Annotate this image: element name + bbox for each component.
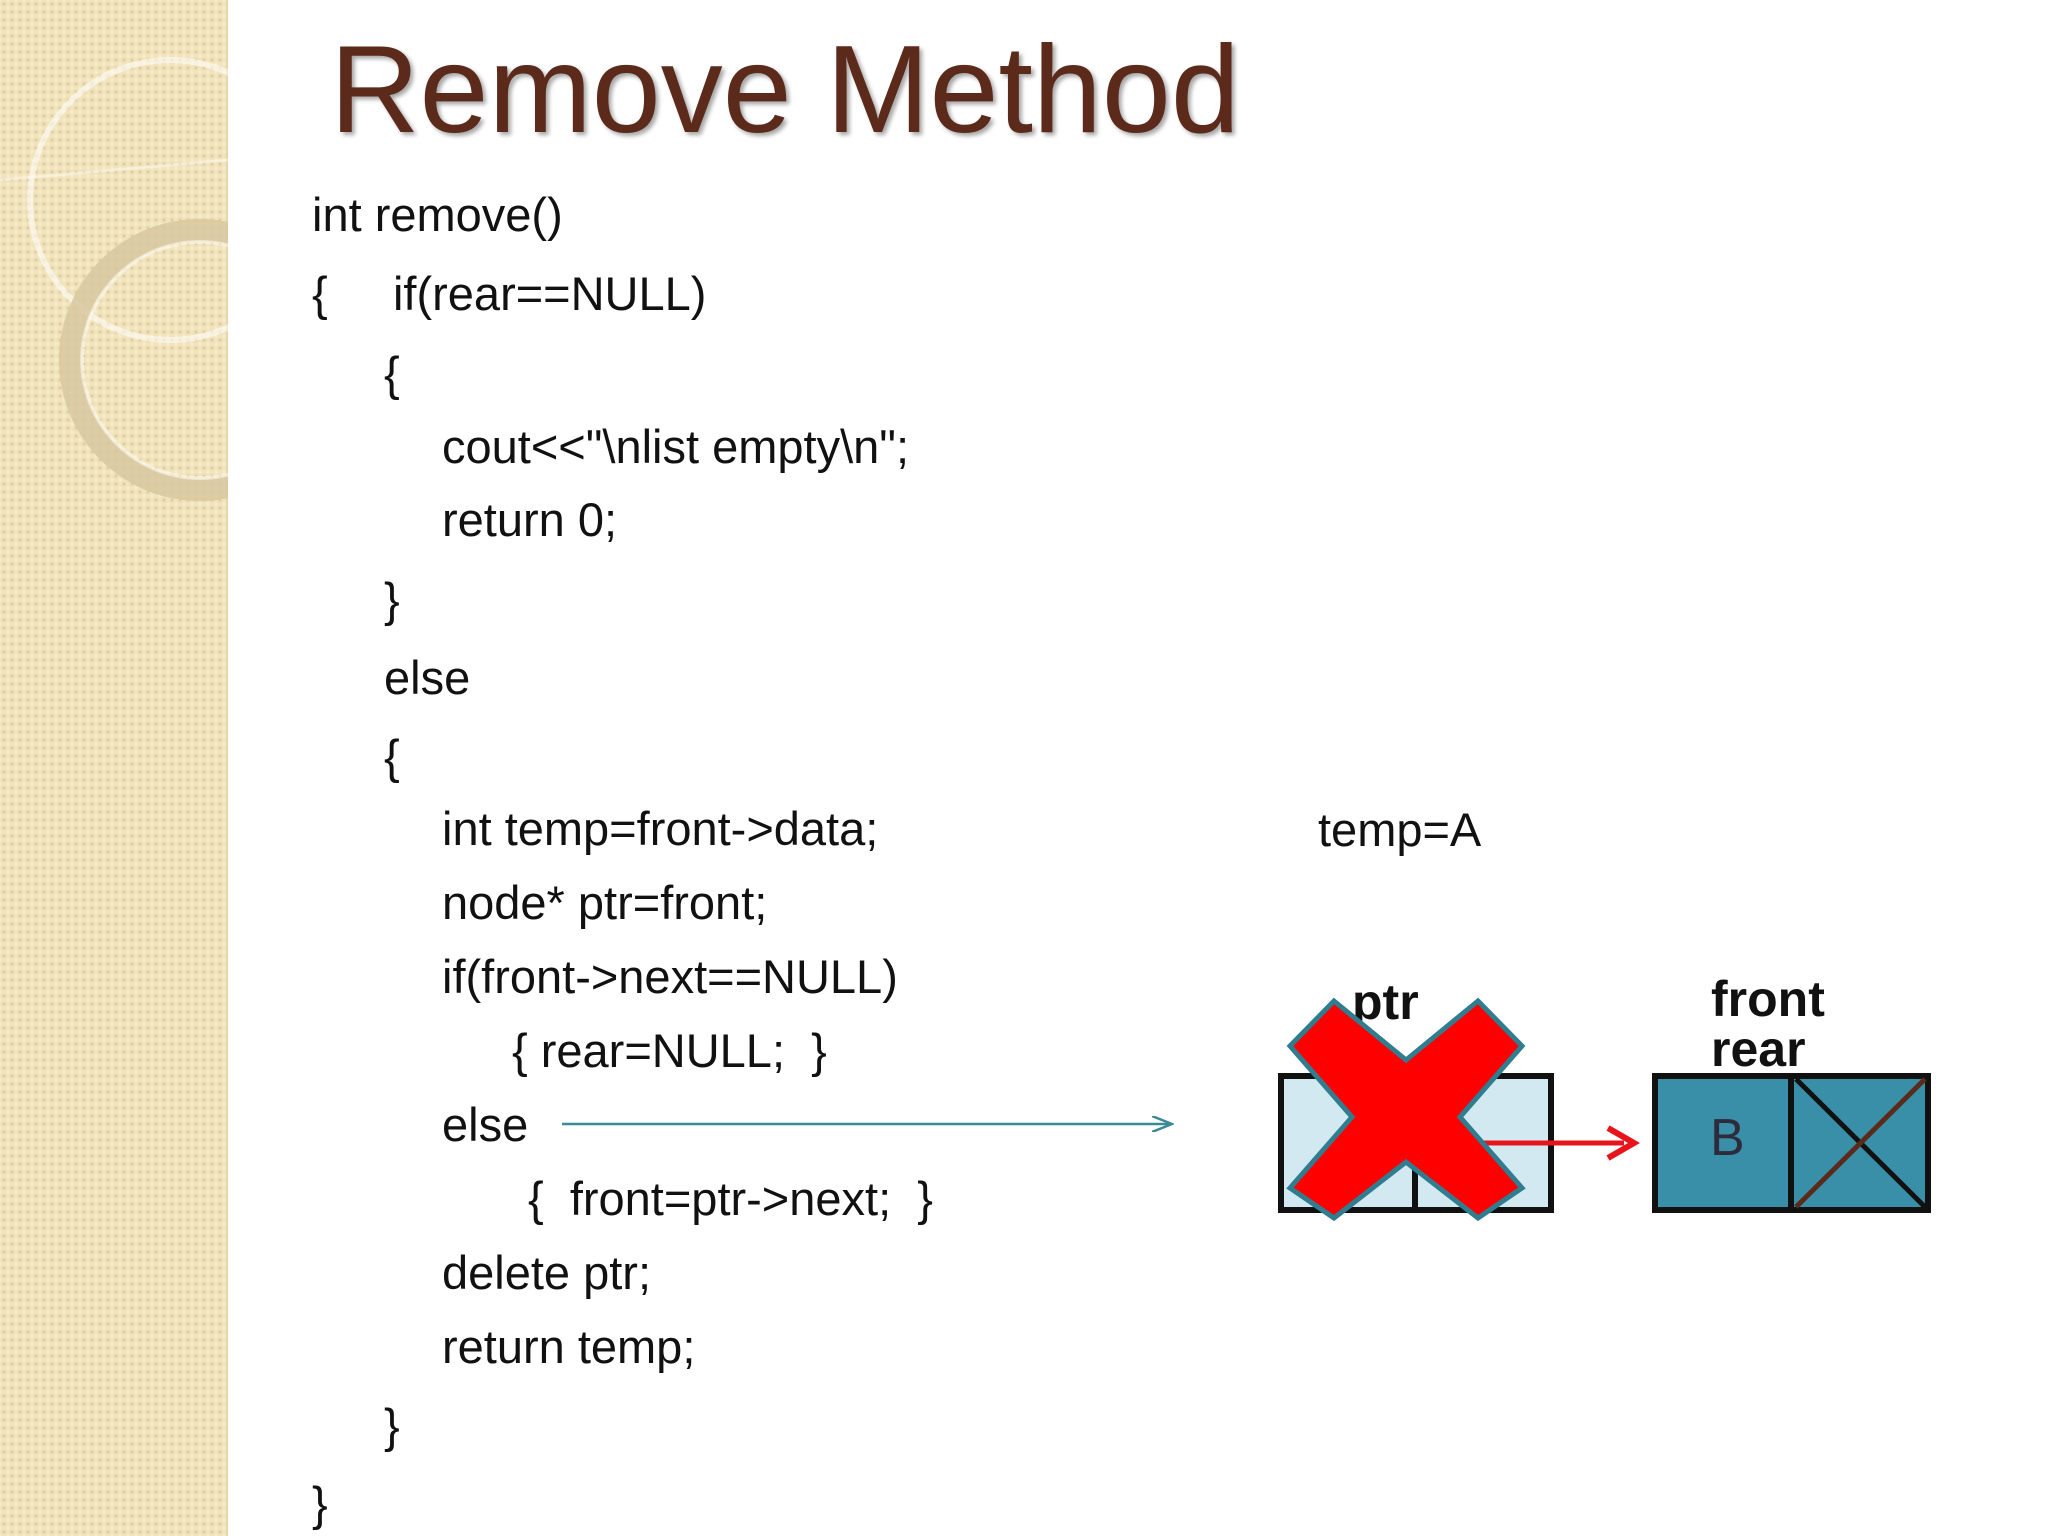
code-line: return temp; bbox=[442, 1320, 696, 1373]
code-line: node* ptr=front; bbox=[442, 876, 768, 929]
code-line: { if(rear==NULL) bbox=[312, 267, 707, 320]
code-line: { front=ptr->next; } bbox=[528, 1172, 933, 1225]
code-line: if(front->next==NULL) bbox=[442, 950, 898, 1003]
code-line: else bbox=[442, 1098, 529, 1151]
deleted-node-data-cell bbox=[1278, 1073, 1418, 1213]
code-line: return 0; bbox=[442, 493, 618, 546]
decorative-side-panel bbox=[0, 0, 228, 1536]
ptr-label: ptr bbox=[1352, 974, 1419, 1030]
code-line: delete ptr; bbox=[442, 1246, 652, 1299]
decorative-rings bbox=[0, 57, 228, 501]
code-line: { bbox=[384, 730, 400, 783]
code-line: } bbox=[312, 1477, 328, 1530]
code-line: } bbox=[384, 573, 400, 626]
code-line: } bbox=[384, 1399, 400, 1452]
code-line: else bbox=[384, 651, 471, 704]
slide-title: Remove Method bbox=[330, 21, 1240, 159]
code-line: { rear=NULL; } bbox=[512, 1024, 827, 1077]
code-line: cout<<"\nlist empty\n"; bbox=[442, 420, 910, 473]
node-b-null-cell bbox=[1788, 1073, 1931, 1213]
deleted-node-next-cell bbox=[1412, 1073, 1554, 1213]
front-label: front bbox=[1711, 971, 1825, 1027]
node-b-value: B bbox=[1710, 1109, 1745, 1167]
code-line: int temp=front->data; bbox=[442, 802, 879, 855]
rear-label: rear bbox=[1711, 1021, 1806, 1077]
code-line: int remove() bbox=[312, 188, 563, 241]
code-line: { bbox=[384, 347, 400, 400]
temp-value-label: temp=A bbox=[1318, 803, 1482, 856]
